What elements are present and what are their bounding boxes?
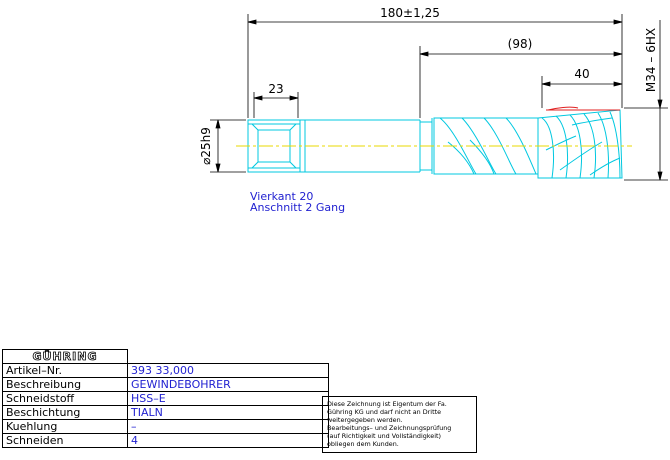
ownership-disclaimer: Diese Zeichnung ist Eigentum der Fa. Güh… — [322, 396, 477, 453]
disclaimer-line: Diese Zeichnung ist Eigentum der Fa. — [327, 400, 447, 408]
label-cutting-material: Schneidstoff — [2, 391, 128, 406]
disclaimer-line: obliegen dem Kunden. — [327, 440, 399, 448]
note-chamfer: Anschnitt 2 Gang — [250, 201, 345, 214]
dim-thread-ref: (98) — [508, 37, 533, 51]
table-row: Beschreibung GEWINDEBOHRER — [2, 377, 329, 392]
table-row: Schneiden 4 — [2, 433, 329, 448]
value-coating: TIALN — [127, 405, 329, 420]
disclaimer-line: weitergegeben werden. — [327, 416, 403, 424]
table-row: Kuehlung – — [2, 419, 329, 434]
table-row: Artikel–Nr. 393 33,000 — [2, 363, 329, 378]
value-cutting-material: HSS–E — [127, 391, 329, 406]
label-coating: Beschichtung — [2, 405, 128, 420]
value-description: GEWINDEBOHRER — [127, 377, 329, 392]
thread-section — [537, 106, 623, 179]
company-logo: GÜHRING — [2, 349, 128, 364]
dim-shank-dia: ⌀25h9 — [199, 127, 213, 165]
label-cutting-edges: Schneiden — [2, 433, 128, 448]
dim-thread-spec: M34 – 6HX — [644, 28, 658, 92]
label-description: Beschreibung — [2, 377, 128, 392]
value-article-no: 393 33,000 — [127, 363, 329, 378]
value-cutting-edges: 4 — [127, 433, 329, 448]
disclaimer-line: Bearbeitungs– und Zeichnungsprüfung — [327, 424, 452, 432]
label-article-no: Artikel–Nr. — [2, 363, 128, 378]
title-block: GÜHRING Artikel–Nr. 393 33,000 Beschreib… — [2, 349, 329, 448]
value-cooling: – — [127, 419, 329, 434]
dim-square-length: 23 — [268, 82, 283, 96]
table-row: Schneidstoff HSS–E — [2, 391, 329, 406]
label-cooling: Kuehlung — [2, 419, 128, 434]
disclaimer-line: Gühring KG und darf nicht an Dritte — [327, 408, 442, 416]
dim-total-length: 180±1,25 — [380, 6, 440, 20]
note-square: Vierkant 20 — [250, 190, 313, 203]
disclaimer-line: (auf Richtigkeit und Vollständigkeit) — [327, 432, 441, 440]
table-row: Beschichtung TIALN — [2, 405, 329, 420]
dim-thread-length: 40 — [574, 67, 589, 81]
dimensions — [210, 14, 668, 181]
tool-outline — [247, 106, 623, 179]
